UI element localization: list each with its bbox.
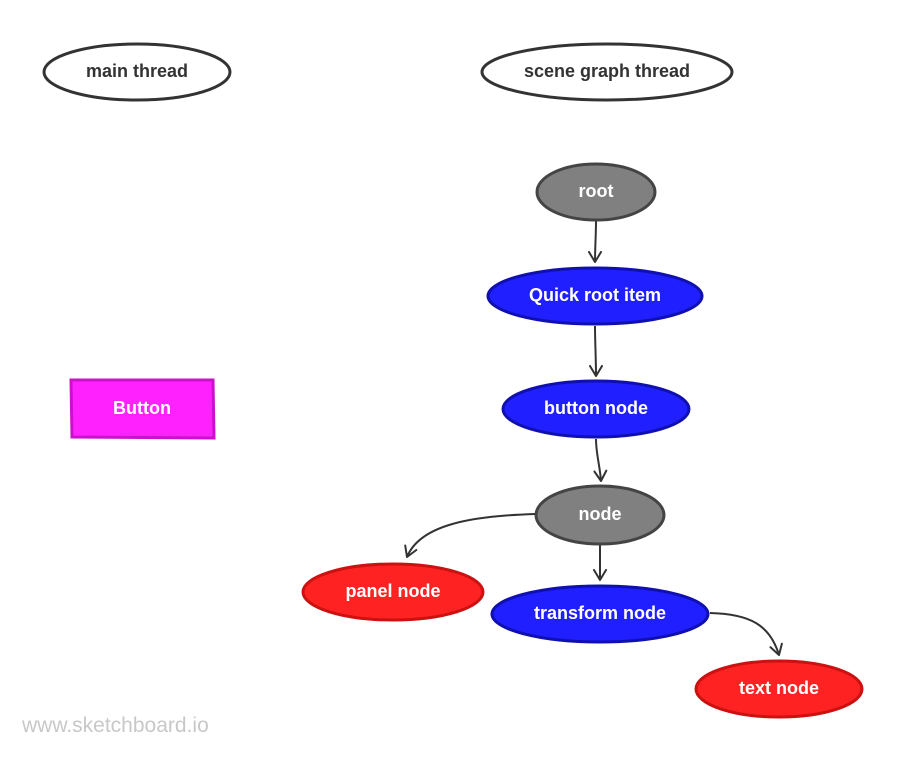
quick-root-item-label: Quick root item bbox=[529, 285, 661, 305]
main-thread-shape bbox=[42, 42, 232, 102]
transform-node-label: transform node bbox=[534, 603, 666, 623]
node-shape bbox=[534, 484, 666, 546]
node-button-node: button node bbox=[501, 379, 691, 439]
node-panel-node: panel node bbox=[301, 562, 485, 622]
watermark-text: www.sketchboard.io bbox=[22, 714, 209, 737]
node-text-node: text node bbox=[694, 659, 864, 719]
button-node-shape bbox=[501, 379, 691, 439]
edge-root-to-quick-root-item bbox=[588, 220, 603, 263]
node-button: Button bbox=[69, 378, 216, 440]
edge-button-node-to-node bbox=[593, 438, 608, 482]
root-label: root bbox=[579, 181, 614, 201]
text-node-shape bbox=[694, 659, 864, 719]
edge-quick-root-item-to-button-node bbox=[588, 325, 603, 377]
transform-node-shape bbox=[490, 584, 710, 644]
node-node: node bbox=[534, 484, 666, 546]
node-main-thread: main thread bbox=[42, 42, 232, 102]
scene-graph-thread-shape bbox=[480, 42, 734, 102]
button-node-label: button node bbox=[544, 398, 648, 418]
quick-root-item-shape bbox=[486, 266, 704, 326]
panel-node-shape bbox=[301, 562, 485, 622]
scene-graph-thread-label: scene graph thread bbox=[524, 61, 690, 81]
node-quick-root-item: Quick root item bbox=[486, 266, 704, 326]
edge-node-to-panel-node bbox=[404, 513, 536, 558]
node-transform-node: transform node bbox=[490, 584, 710, 644]
edge-transform-node-to-text-node bbox=[709, 612, 783, 656]
edges bbox=[404, 220, 783, 656]
button-label: Button bbox=[113, 398, 171, 418]
root-shape bbox=[535, 162, 657, 222]
node-scene-graph-thread: scene graph thread bbox=[480, 42, 734, 102]
node-label: node bbox=[579, 504, 622, 524]
button-shape bbox=[69, 378, 216, 440]
main-thread-label: main thread bbox=[86, 61, 188, 81]
panel-node-label: panel node bbox=[345, 581, 440, 601]
node-root: root bbox=[535, 162, 657, 222]
text-node-label: text node bbox=[739, 678, 819, 698]
